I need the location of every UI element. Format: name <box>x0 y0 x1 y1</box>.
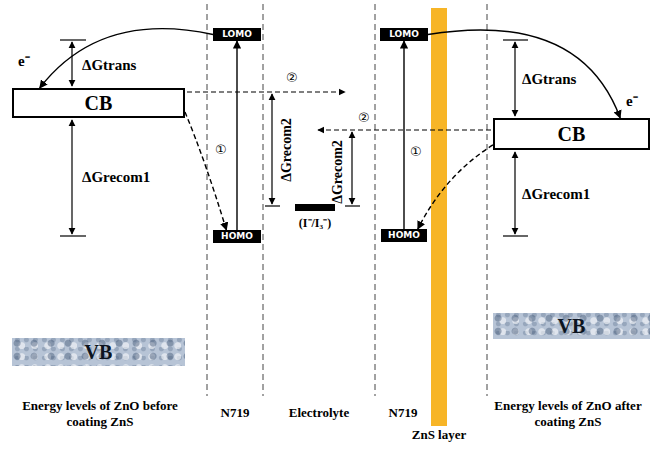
column-caption: Electrolyte <box>289 405 349 421</box>
zns-layer: ZnS layer <box>431 8 447 426</box>
edge-label: ① <box>215 142 227 157</box>
valence-band: VB <box>493 313 650 339</box>
edge-label: ① <box>410 144 422 159</box>
energy-gap-label: ΔGrecom1 <box>522 185 590 203</box>
column-caption: Energy levels of ZnO before coating ZnS <box>12 398 188 429</box>
energy-gap-label: ΔGrecom2 <box>279 118 296 182</box>
recombination-arrow <box>418 145 493 229</box>
transfer-arrow <box>40 29 213 88</box>
node-label: VB <box>558 315 586 337</box>
homo-level: HOMO <box>213 230 261 243</box>
column-caption: Energy levels of ZnO after coating ZnS <box>486 398 650 429</box>
energy-gap-label: ΔGtrans <box>82 56 136 74</box>
valence-band: VB <box>12 338 185 366</box>
node-label: VB <box>85 341 113 363</box>
conduction-band: CB <box>493 118 650 150</box>
callout-number: ② <box>358 110 370 126</box>
column-caption: N719 <box>389 405 418 421</box>
edge-label: e⁻ <box>18 50 30 70</box>
column-divider <box>207 4 487 396</box>
lumo-level: LOMO <box>380 28 428 41</box>
recombination-arrow <box>187 92 491 130</box>
transfer-arrow <box>236 41 237 230</box>
transfer-arrow <box>403 41 404 229</box>
conduction-band: CB <box>12 88 185 118</box>
column-caption: N719 <box>221 405 250 421</box>
level-label: HOMO <box>221 231 253 242</box>
homo-level: HOMO <box>381 229 427 242</box>
energy-gap-label: ΔGrecom2 <box>330 140 347 204</box>
level-label: LOMO <box>222 29 252 40</box>
node-label: ZnS layer <box>412 427 467 443</box>
node-label: (I⁻/I₃⁻) <box>299 214 331 231</box>
transfer-arrow <box>428 30 620 118</box>
level-label: HOMO <box>388 230 420 241</box>
node-label: CB <box>558 123 586 145</box>
level-label: LOMO <box>389 29 419 40</box>
callout-number: ② <box>286 70 298 86</box>
node-label: CB <box>85 92 113 114</box>
energy-gap-label: ΔGrecom1 <box>82 168 150 186</box>
recombination-arrow <box>185 112 226 230</box>
edge-label: e⁻ <box>626 90 638 110</box>
energy-gap-label: ΔGtrans <box>522 70 576 88</box>
lumo-level: LOMO <box>213 28 261 41</box>
redox-level: (I⁻/I₃⁻) <box>295 204 335 211</box>
energy-gap-arrow <box>60 40 528 236</box>
